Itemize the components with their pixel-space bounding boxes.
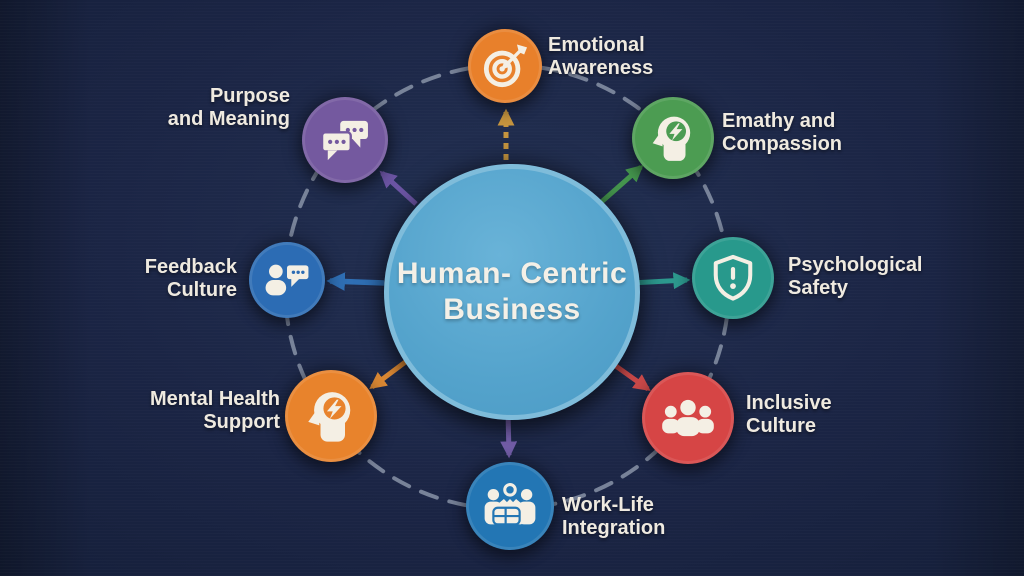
label-line: Emotional [548, 34, 645, 56]
head-lightning-icon [308, 392, 351, 442]
label-purpose-meaning: Purpose and Meaning [90, 85, 290, 131]
label-psychological-safety: Psychological Safety [788, 254, 923, 300]
label-line: Purpose [209, 85, 290, 107]
meeting-table-icon [484, 483, 536, 526]
label-line: Emathy and [722, 110, 836, 132]
hub-title-line: Human- [396, 257, 512, 290]
label-line: Awareness [548, 57, 654, 79]
arrow-bottom-left [369, 358, 410, 390]
node-mental-health-support [285, 370, 377, 462]
label-line: Culture [746, 415, 816, 437]
label-line: Work-Life [562, 494, 654, 516]
node-inclusive-culture [642, 372, 734, 464]
hub-circle: Human- Centric Business [384, 164, 640, 420]
label-line: Psychological [788, 254, 923, 276]
label-line: Mental Health [149, 388, 280, 410]
target-dart-icon [483, 44, 528, 88]
label-line: Culture [167, 279, 237, 301]
label-line: Inclusive [746, 392, 832, 414]
node-empathy-compassion [632, 97, 714, 179]
node-work-life-integration [466, 462, 554, 550]
hub-title: Human- Centric Business [389, 256, 635, 328]
label-line: Support [203, 411, 280, 433]
arrow-left [326, 272, 385, 291]
head-lightning-icon [652, 116, 691, 161]
hub-title-line: Centric [520, 257, 628, 290]
label-line: and Meaning [167, 108, 290, 130]
label-mental-health-support: Mental Health Support [80, 388, 280, 434]
label-line: Feedback [144, 256, 237, 278]
hub-title-line: Business [443, 293, 581, 326]
arrow-top-left [379, 170, 418, 206]
node-feedback-culture [249, 242, 325, 318]
label-line: Integration [562, 517, 666, 539]
label-empathy-compassion: Emathy and Compassion [722, 110, 842, 156]
label-feedback-culture: Feedback Culture [37, 256, 237, 302]
person-chat-icon [265, 264, 309, 296]
label-line: Safety [788, 277, 849, 299]
arrow-top-right [596, 164, 644, 207]
label-line: Compassion [722, 133, 843, 155]
label-work-life-integration: Work-Life Integration [562, 494, 665, 540]
label-inclusive-culture: Inclusive Culture [746, 392, 832, 438]
shield-exclamation-icon [713, 254, 753, 301]
chat-bubbles-icon [320, 120, 368, 161]
node-purpose-meaning [302, 97, 388, 183]
people-group-icon [662, 399, 714, 437]
node-psychological-safety [692, 237, 774, 319]
node-emotional-awareness [468, 29, 542, 103]
label-emotional-awareness: Emotional Awareness [548, 34, 653, 80]
